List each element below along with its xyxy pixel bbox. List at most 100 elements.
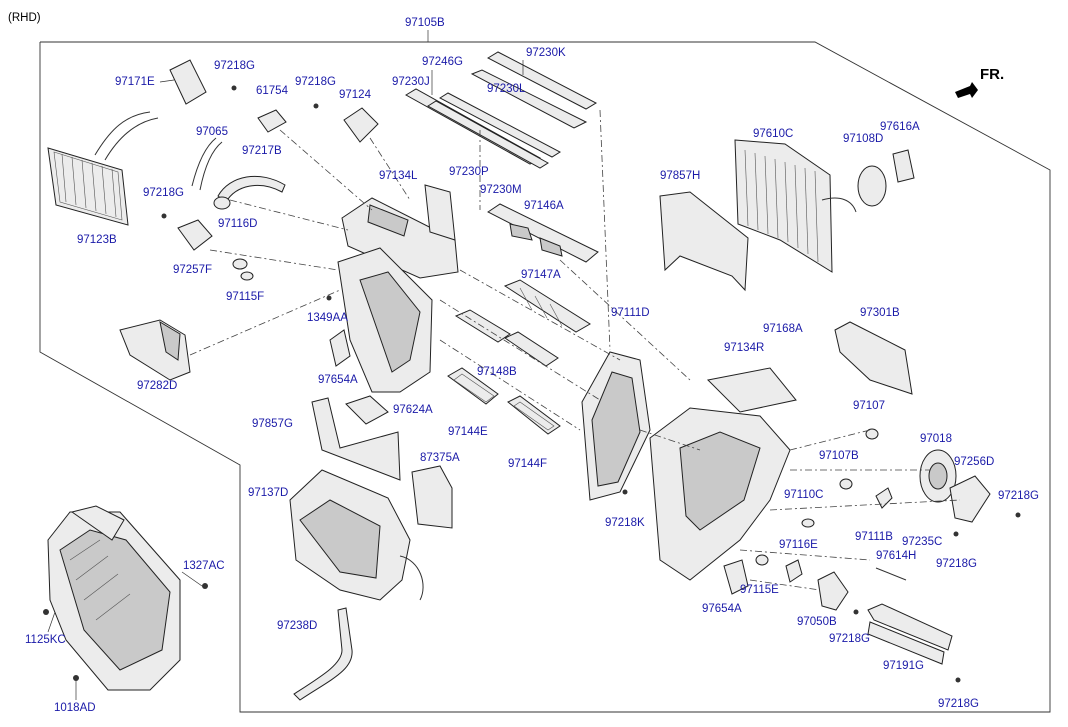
case-right-97134r: [649, 367, 797, 581]
label-97246g[interactable]: 97246G: [422, 56, 463, 68]
label-97116e[interactable]: 97116E: [779, 539, 818, 551]
actuator-97050b: [817, 571, 849, 611]
label-97144f[interactable]: 97144F: [508, 458, 548, 470]
label-97107b[interactable]: 97107B: [819, 450, 859, 462]
label-97654a-right[interactable]: 97654A: [702, 603, 742, 615]
label-97050b[interactable]: 97050B: [797, 616, 837, 628]
actuator-97257f: [177, 219, 213, 251]
door-97144f: [507, 395, 561, 435]
front-direction-label: FR.: [980, 66, 1005, 83]
cover-97857h: [659, 191, 749, 292]
label-97116d[interactable]: 97116D: [218, 218, 258, 230]
gasket-97654a-right: [723, 559, 749, 595]
label-97107[interactable]: 97107: [853, 400, 885, 412]
label-97610c[interactable]: 97610C: [753, 128, 794, 140]
drive-variant-label: (RHD): [8, 12, 41, 24]
label-97230m[interactable]: 97230M: [480, 184, 522, 196]
label-97857g[interactable]: 97857G: [252, 418, 293, 430]
label-97230j[interactable]: 97230J: [392, 76, 430, 88]
label-97230p[interactable]: 97230P: [449, 166, 489, 178]
evaporator-97610c: [734, 139, 857, 273]
label-97218g-c[interactable]: 97218G: [143, 187, 184, 199]
label-97105b[interactable]: 97105B: [405, 17, 445, 29]
label-97144e[interactable]: 97144E: [448, 426, 488, 438]
label-97238d[interactable]: 97238D: [277, 620, 318, 632]
label-97146a[interactable]: 97146A: [524, 200, 564, 212]
label-97168a[interactable]: 97168A: [763, 323, 803, 335]
inset-assembly: [47, 505, 181, 691]
hose-97065: [191, 137, 223, 191]
label-97115e[interactable]: 97115E: [740, 584, 779, 596]
label-97616a[interactable]: 97616A: [880, 121, 920, 133]
label-97110c[interactable]: 97110C: [784, 489, 824, 501]
duct-97282d: [119, 319, 191, 381]
case-lower-97137d: [289, 469, 424, 601]
link-97107b: [839, 478, 853, 490]
front-arrow-icon: [955, 82, 978, 98]
pad-87375a: [411, 465, 453, 529]
link-97116e: [785, 559, 803, 583]
label-1349aa[interactable]: 1349AA: [307, 312, 348, 324]
label-97230k[interactable]: 97230K: [526, 47, 566, 59]
label-97256d[interactable]: 97256D: [954, 456, 995, 468]
label-97147a[interactable]: 97147A: [521, 269, 561, 281]
gasket-97654a-left: [329, 329, 351, 367]
link-97107: [865, 428, 879, 440]
label-97230l[interactable]: 97230L: [487, 83, 526, 95]
heater-core: [47, 111, 159, 226]
label-97218g-g[interactable]: 97218G: [938, 698, 979, 710]
label-97171e[interactable]: 97171E: [115, 76, 155, 88]
label-97614h[interactable]: 97614H: [876, 550, 917, 562]
label-97235c[interactable]: 97235C: [902, 536, 943, 548]
label-97148b[interactable]: 97148B: [477, 366, 517, 378]
label-97134r[interactable]: 97134R: [724, 342, 765, 354]
grommet-97108d: [857, 165, 887, 207]
label-97218g-a[interactable]: 97218G: [214, 60, 255, 72]
label-97065[interactable]: 97065: [196, 126, 228, 138]
label-97111d[interactable]: 97111D: [611, 307, 650, 319]
case-left-97134l: [341, 184, 459, 279]
label-97217b[interactable]: 97217B: [242, 145, 282, 157]
label-1125kc[interactable]: 1125KC: [25, 634, 66, 646]
door-97148b: [454, 309, 559, 367]
label-97218g-b[interactable]: 97218G: [295, 76, 336, 88]
actuator-97256d: [949, 475, 991, 523]
label-97257f[interactable]: 97257F: [173, 264, 213, 276]
label-97115f[interactable]: 97115F: [226, 291, 265, 303]
label-97654a-left[interactable]: 97654A: [318, 374, 358, 386]
cover-97857g: [311, 397, 401, 481]
label-97137d[interactable]: 97137D: [248, 487, 289, 499]
drain-hose-97238d: [293, 607, 353, 701]
hose-97217B: [217, 175, 286, 203]
link-97110c: [801, 518, 815, 528]
label-97218g-d[interactable]: 97218G: [998, 490, 1039, 502]
bracket-97301b: [834, 321, 913, 395]
filter-gasket-set: [405, 51, 598, 169]
gasket-97624a: [345, 395, 389, 425]
label-87375a[interactable]: 87375A: [420, 452, 460, 464]
label-97218g-e[interactable]: 97218G: [936, 558, 977, 570]
actuator-97124: [343, 107, 379, 143]
label-97282d[interactable]: 97282D: [137, 380, 178, 392]
label-97218k[interactable]: 97218K: [605, 517, 645, 529]
label-97218g-f[interactable]: 97218G: [829, 633, 870, 645]
door-97144e: [447, 367, 499, 405]
sensor-97614h: [875, 567, 907, 581]
label-97123b[interactable]: 97123B: [77, 234, 117, 246]
label-97134l[interactable]: 97134L: [379, 170, 418, 182]
label-61754[interactable]: 61754: [256, 85, 288, 97]
label-1018ad[interactable]: 1018AD: [54, 702, 96, 714]
seal-97616a: [892, 149, 915, 183]
label-1327ac[interactable]: 1327AC: [183, 560, 225, 572]
assembly-frame: [39, 41, 1051, 713]
label-97108d[interactable]: 97108D: [843, 133, 884, 145]
label-97191g[interactable]: 97191G: [883, 660, 924, 672]
label-97018[interactable]: 97018: [920, 433, 952, 445]
label-97124[interactable]: 97124: [339, 89, 371, 101]
label-97301b[interactable]: 97301B: [860, 307, 900, 319]
label-97624a[interactable]: 97624A: [393, 404, 433, 416]
label-97111b[interactable]: 97111B: [855, 531, 893, 543]
label-97857h[interactable]: 97857H: [660, 170, 701, 182]
